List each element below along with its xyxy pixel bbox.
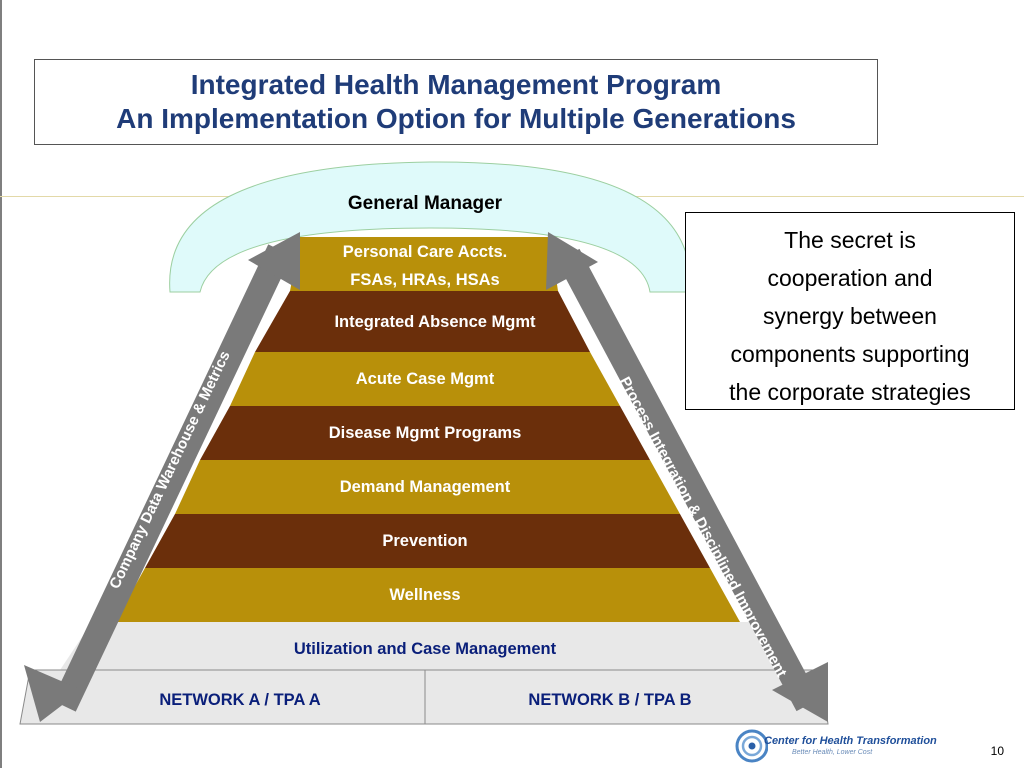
tier-demand-mgmt bbox=[175, 460, 680, 514]
personal-care-line-2: FSAs, HRAs, HSAs bbox=[350, 271, 500, 289]
left-margin-rule bbox=[0, 0, 2, 768]
personal-care-label: Personal Care Accts. FSAs, HRAs, HSAs bbox=[300, 238, 550, 294]
network-a-label: NETWORK A / TPA A bbox=[159, 691, 321, 709]
swirl-icon bbox=[735, 729, 768, 763]
logo-tagline: Better Health, Lower Cost bbox=[792, 749, 873, 756]
left-double-arrow bbox=[24, 232, 300, 722]
tier-personal-care bbox=[290, 237, 558, 291]
general-manager-label: General Manager bbox=[347, 193, 503, 214]
utilization-label: Utilization and Case Management bbox=[293, 640, 557, 658]
tier-disease-mgmt bbox=[200, 406, 650, 460]
tier-label-integrated-absence: Integrated Absence Mgmt bbox=[334, 313, 536, 331]
tier-acute-case bbox=[230, 352, 620, 406]
tier-label-acute-case: Acute Case Mgmt bbox=[355, 370, 495, 388]
network-base bbox=[19, 669, 829, 725]
title-line-1: Integrated Health Management Program bbox=[190, 69, 722, 100]
right-double-arrow bbox=[546, 232, 828, 722]
tier-label-demand-mgmt: Demand Management bbox=[339, 478, 511, 496]
tier-label-disease-mgmt: Disease Mgmt Programs bbox=[328, 424, 522, 442]
logo-name: Center for Health Transformation bbox=[764, 735, 937, 747]
tier-prevention bbox=[145, 514, 710, 568]
callout-line-5: the corporate strategies bbox=[729, 379, 971, 405]
tier-label-wellness: Wellness bbox=[389, 586, 461, 604]
callout-line-1: The secret is bbox=[784, 227, 916, 253]
page-number: 10 bbox=[990, 744, 1004, 758]
callout-line-3: synergy between bbox=[763, 303, 937, 329]
network-b-label: NETWORK B / TPA B bbox=[528, 691, 692, 709]
personal-care-line-1: Personal Care Accts. bbox=[342, 243, 508, 261]
tier-integrated-absence bbox=[255, 291, 590, 352]
callout-line-2: cooperation and bbox=[767, 265, 933, 291]
title-line-2: An Implementation Option for Multiple Ge… bbox=[116, 103, 796, 134]
slide-title: Integrated Health Management Program An … bbox=[34, 59, 878, 145]
callout-line-4: components supporting bbox=[730, 341, 970, 367]
callout-box: The secret is cooperation and synergy be… bbox=[685, 212, 1015, 410]
utilization-base bbox=[60, 622, 800, 670]
org-logo: Center for Health Transformation Better … bbox=[734, 724, 937, 764]
tier-label-prevention: Prevention bbox=[382, 532, 468, 550]
tier-wellness bbox=[115, 568, 740, 622]
